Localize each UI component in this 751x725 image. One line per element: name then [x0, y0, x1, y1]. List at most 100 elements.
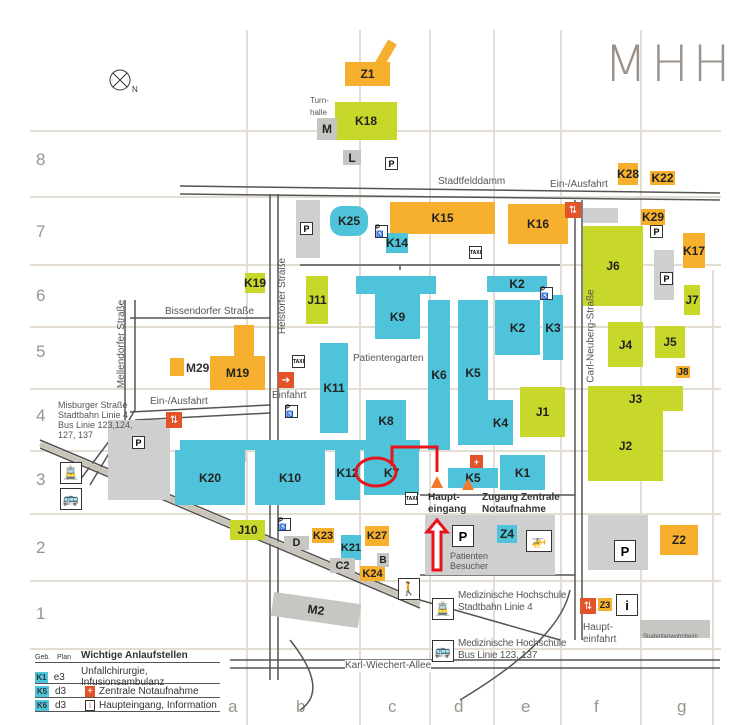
grid-col-e: e	[521, 697, 531, 716]
grid-col-b: b	[296, 697, 306, 716]
connector-corridor	[180, 440, 420, 450]
tram-icon: 🚊	[432, 598, 454, 620]
building-k8[interactable]: K8	[366, 400, 406, 442]
entry-exit-icon: ⇅	[166, 412, 182, 428]
parking-icon: P	[650, 225, 663, 238]
parking-icon: P	[385, 157, 398, 170]
building-k28[interactable]: K28	[617, 163, 639, 185]
disabled-parking-icon: P♿	[375, 225, 388, 238]
label-stadtfelddamm: Stadtfelddamm	[438, 176, 506, 187]
legend-plan: d3	[55, 699, 67, 711]
taxi-icon: TAXI	[405, 492, 418, 505]
building-k14[interactable]: K14	[386, 233, 408, 253]
building-k17[interactable]: K17	[683, 233, 705, 268]
building-j3[interactable]: J3	[588, 386, 683, 411]
building-k9[interactable]: K9	[375, 294, 420, 339]
disabled-parking-icon: P♿	[540, 287, 553, 300]
label-bissendorfer-strasse: Bissendorfer Straße	[165, 306, 254, 317]
building-j11[interactable]: J11	[306, 276, 328, 324]
label-zugang-notaufnahme: Zugang Zentrale Notaufnahme	[482, 492, 560, 515]
building-k23[interactable]: K23	[312, 528, 334, 543]
grid-row-4: 4	[36, 406, 46, 425]
tram-icon: 🚊	[60, 462, 82, 484]
building-j4[interactable]: J4	[608, 322, 643, 367]
legend-plan: e3	[53, 671, 65, 683]
grid-row-5: 5	[36, 342, 46, 361]
parking-icon: P	[660, 272, 673, 285]
building-k3[interactable]: K3	[543, 295, 563, 360]
building-j2[interactable]: J2	[588, 411, 663, 481]
building-k5[interactable]: K5	[458, 300, 488, 445]
label-bus-stop: Medizinische Hochschule Bus Linie 123, 1…	[458, 638, 567, 661]
legend-text: Zentrale Notaufnahme	[99, 685, 199, 697]
building-l[interactable]: L	[343, 150, 361, 165]
legend-row: K5 d3 + Zentrale Notaufnahme	[35, 685, 220, 698]
building-j6[interactable]: J6	[583, 226, 643, 306]
building-j1[interactable]: J1	[520, 387, 565, 437]
label-einfahrt: Einfahrt	[272, 390, 307, 401]
label-studentenwohnheim: Studentenwohnheim	[643, 634, 698, 640]
building-k10[interactable]: K10	[255, 450, 325, 505]
building-j7[interactable]: J7	[684, 285, 700, 315]
grid-row-6: 6	[36, 286, 46, 305]
label-haupteinfahrt: Haupt- einfahrt	[583, 622, 617, 645]
building-m19[interactable]: M19	[210, 356, 265, 390]
legend-col-geb: Geb.	[35, 654, 51, 661]
entry-exit-icon: ⇅	[565, 202, 581, 218]
legend-building: K1	[35, 671, 48, 683]
building-k2-top[interactable]: K2	[487, 276, 547, 292]
emergency-cross-icon: +	[85, 685, 95, 697]
legend-title: Wichtige Anlaufstellen	[81, 650, 188, 661]
building-k1[interactable]: K1	[500, 455, 545, 490]
grid-col-c: c	[388, 697, 397, 716]
grid-col-g: g	[677, 697, 687, 716]
main-entrance-marker-icon	[431, 476, 443, 488]
building-k6[interactable]: K6	[428, 300, 450, 450]
building-b[interactable]: B	[377, 553, 389, 567]
compass-north-icon: N	[109, 69, 138, 94]
building-j10[interactable]: J10	[230, 520, 265, 540]
grid-row-3: 3	[36, 470, 46, 489]
building-k29[interactable]: K29	[641, 209, 665, 225]
legend-text: Haupteingang, Information	[99, 699, 217, 711]
building-k15[interactable]: K15	[390, 202, 495, 234]
label-ein-ausfahrt-west: Ein-/Ausfahrt	[150, 396, 208, 407]
taxi-icon: TAXI	[469, 246, 482, 259]
building-k27[interactable]: K27	[365, 526, 389, 546]
building-studentenwohnheim	[640, 620, 710, 638]
building-k2[interactable]: K2	[495, 300, 540, 355]
legend-building: K5	[35, 685, 49, 697]
building-z2[interactable]: Z2	[660, 525, 698, 555]
building-k4[interactable]: K4	[488, 400, 513, 445]
building-k21[interactable]: K21	[341, 535, 361, 560]
building-z4[interactable]: Z4	[497, 525, 517, 543]
building-m19-wing	[234, 325, 254, 360]
building-k19[interactable]: K19	[244, 273, 266, 293]
building-m[interactable]: M	[317, 118, 337, 140]
building-k18[interactable]: K18	[335, 102, 397, 140]
building-d[interactable]: D	[284, 536, 309, 550]
label-patienten-besucher: Patienten Besucher	[450, 551, 489, 571]
building-j5[interactable]: J5	[655, 326, 685, 358]
building-k25[interactable]: K25	[330, 206, 368, 236]
building-k16[interactable]: K16	[508, 204, 568, 244]
building-c2[interactable]: C2	[330, 558, 355, 573]
legend-plan: d3	[55, 685, 67, 697]
information-icon: i	[616, 594, 638, 616]
grid-row-8: 8	[36, 150, 46, 169]
svg-text:N: N	[132, 85, 138, 94]
building-m29[interactable]: M29	[186, 361, 210, 375]
label-ein-ausfahrt-north: Ein-/Ausfahrt	[550, 179, 608, 190]
disabled-parking-icon: P♿	[285, 405, 298, 418]
label-stadtbahn-stop: Medizinische Hochschule Stadtbahn Linie …	[458, 590, 567, 613]
building-k22[interactable]: K22	[650, 171, 675, 185]
building-k24[interactable]: K24	[360, 566, 385, 581]
parking-icon: P	[452, 525, 474, 547]
building-k11[interactable]: K11	[320, 343, 348, 433]
building-j8[interactable]: J8	[676, 366, 690, 378]
building-k20[interactable]: K20	[175, 450, 245, 505]
building-z3[interactable]: Z3	[598, 598, 612, 611]
